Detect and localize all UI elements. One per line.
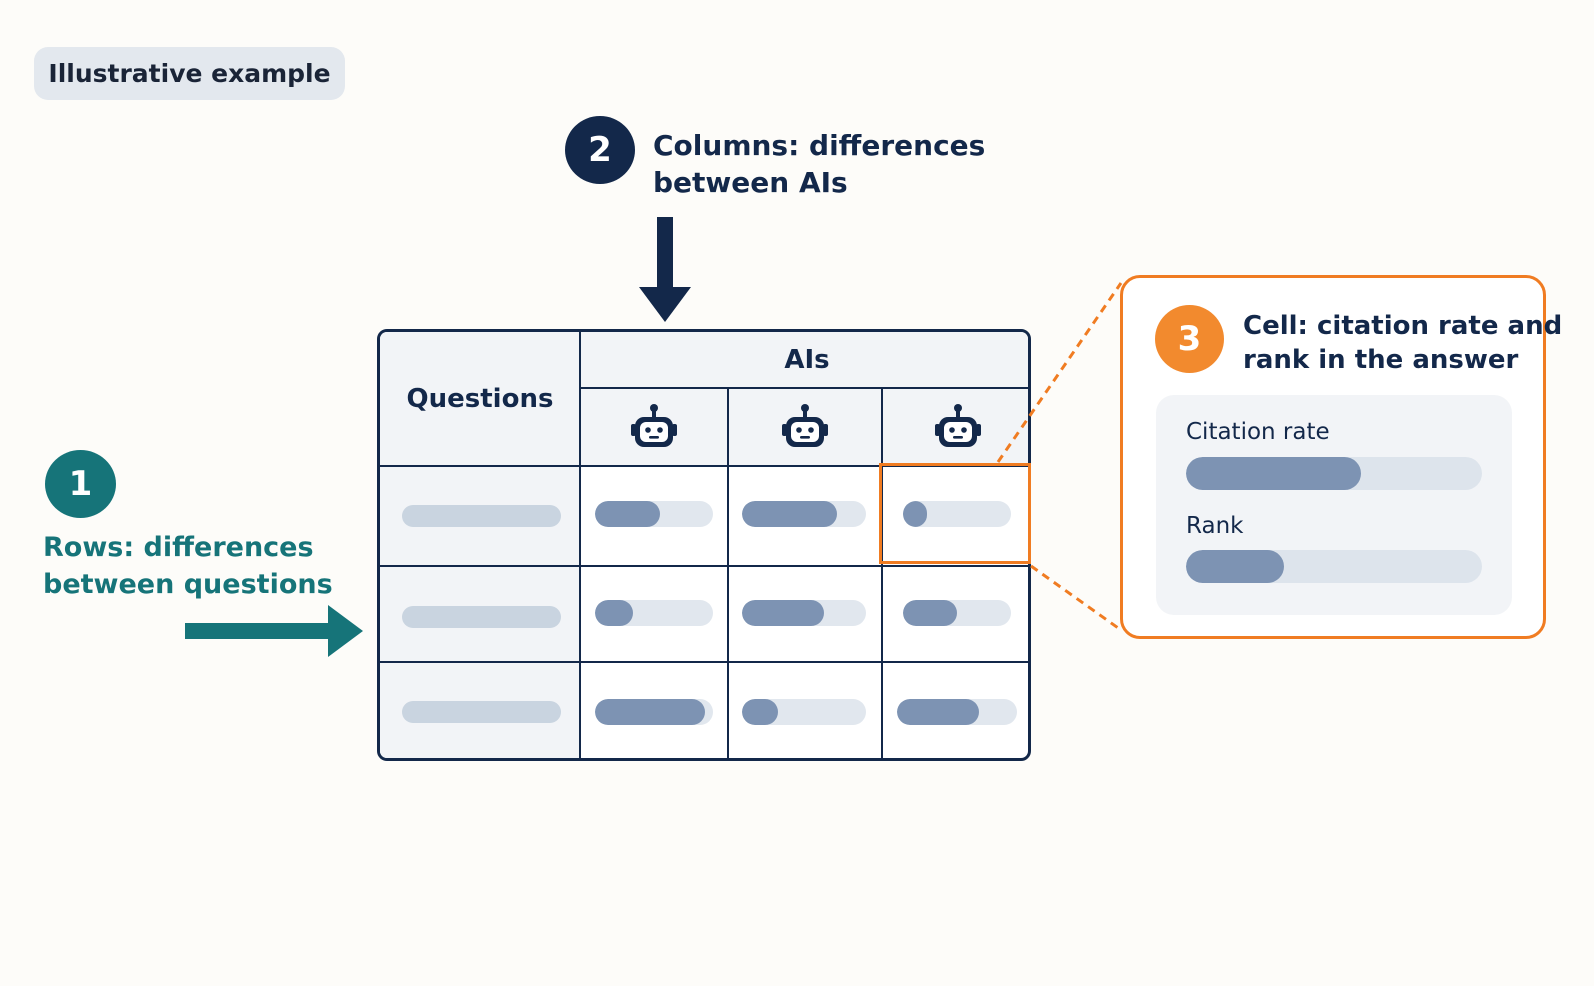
columns-callout: Columns: differences between AIs <box>653 127 985 201</box>
questions-ais-grid: Questions AIs <box>377 329 1031 761</box>
question-placeholder-bar <box>402 606 561 628</box>
question-row-1 <box>380 466 580 566</box>
question-row-2 <box>380 566 580 662</box>
arrow-right-icon <box>185 605 363 657</box>
rank-bar-fill <box>1186 550 1284 583</box>
grid-line <box>380 565 1028 567</box>
value-bar-fill <box>903 501 927 527</box>
rank-label: Rank <box>1186 513 1244 539</box>
rows-callout-line1: Rows: differences <box>43 532 314 563</box>
grid-line <box>579 332 581 758</box>
grid-line <box>380 465 1028 467</box>
cell-metrics-box: Citation rate Rank <box>1156 395 1512 615</box>
value-bar-fill <box>742 699 778 725</box>
step-3-badge: 3 <box>1155 305 1224 373</box>
highlighted-cell <box>879 463 1031 564</box>
ai-column-2-header <box>728 388 882 466</box>
value-bar <box>742 699 866 725</box>
value-bar <box>595 699 713 725</box>
value-bar-fill <box>595 600 633 626</box>
value-bar-fill <box>742 501 838 527</box>
citation-rate-label: Citation rate <box>1186 419 1330 445</box>
citation-rate-bar <box>1186 457 1482 490</box>
step-1-badge: 1 <box>45 450 116 518</box>
value-bar-fill <box>595 699 705 725</box>
value-bar <box>903 600 1011 626</box>
grid-line <box>727 388 729 758</box>
columns-callout-line1: Columns: differences <box>653 129 986 162</box>
ai-column-1-header <box>580 388 728 466</box>
robot-icon <box>935 404 981 447</box>
cell-callout: Cell: citation rate and rank in the answ… <box>1243 309 1562 377</box>
robot-icon <box>631 404 677 447</box>
cell-callout-line2: rank in the answer <box>1243 345 1519 375</box>
value-bar <box>903 501 1011 527</box>
value-bar-fill <box>595 501 660 527</box>
cell-detail-panel: 3 Cell: citation rate and rank in the an… <box>1120 275 1562 639</box>
citation-rate-bar-fill <box>1186 457 1361 490</box>
question-placeholder-bar <box>402 505 561 527</box>
illustrative-example-tag: Illustrative example <box>34 47 345 100</box>
value-bar <box>595 600 713 626</box>
rank-bar <box>1186 550 1482 583</box>
questions-header: Questions <box>380 332 580 466</box>
columns-callout-line2: between AIs <box>653 166 848 199</box>
question-row-3 <box>380 662 580 758</box>
value-bar-fill <box>897 699 979 725</box>
arrow-down-icon <box>639 217 691 322</box>
value-bar <box>742 600 866 626</box>
rows-callout: Rows: differences between questions <box>43 529 333 603</box>
grid-line <box>881 388 883 758</box>
value-bar <box>742 501 866 527</box>
ais-header: AIs <box>580 332 1028 388</box>
value-bar <box>897 699 1017 725</box>
step-2-badge: 2 <box>565 116 635 184</box>
value-bar-fill <box>742 600 824 626</box>
question-placeholder-bar <box>402 701 561 723</box>
grid-line <box>580 387 1028 389</box>
rows-callout-line2: between questions <box>43 569 333 600</box>
value-bar-fill <box>903 600 957 626</box>
cell-callout-line1: Cell: citation rate and <box>1243 311 1563 341</box>
grid-line <box>380 661 1028 663</box>
robot-icon <box>782 404 828 447</box>
value-bar <box>595 501 713 527</box>
ai-column-3-header <box>882 388 1028 466</box>
